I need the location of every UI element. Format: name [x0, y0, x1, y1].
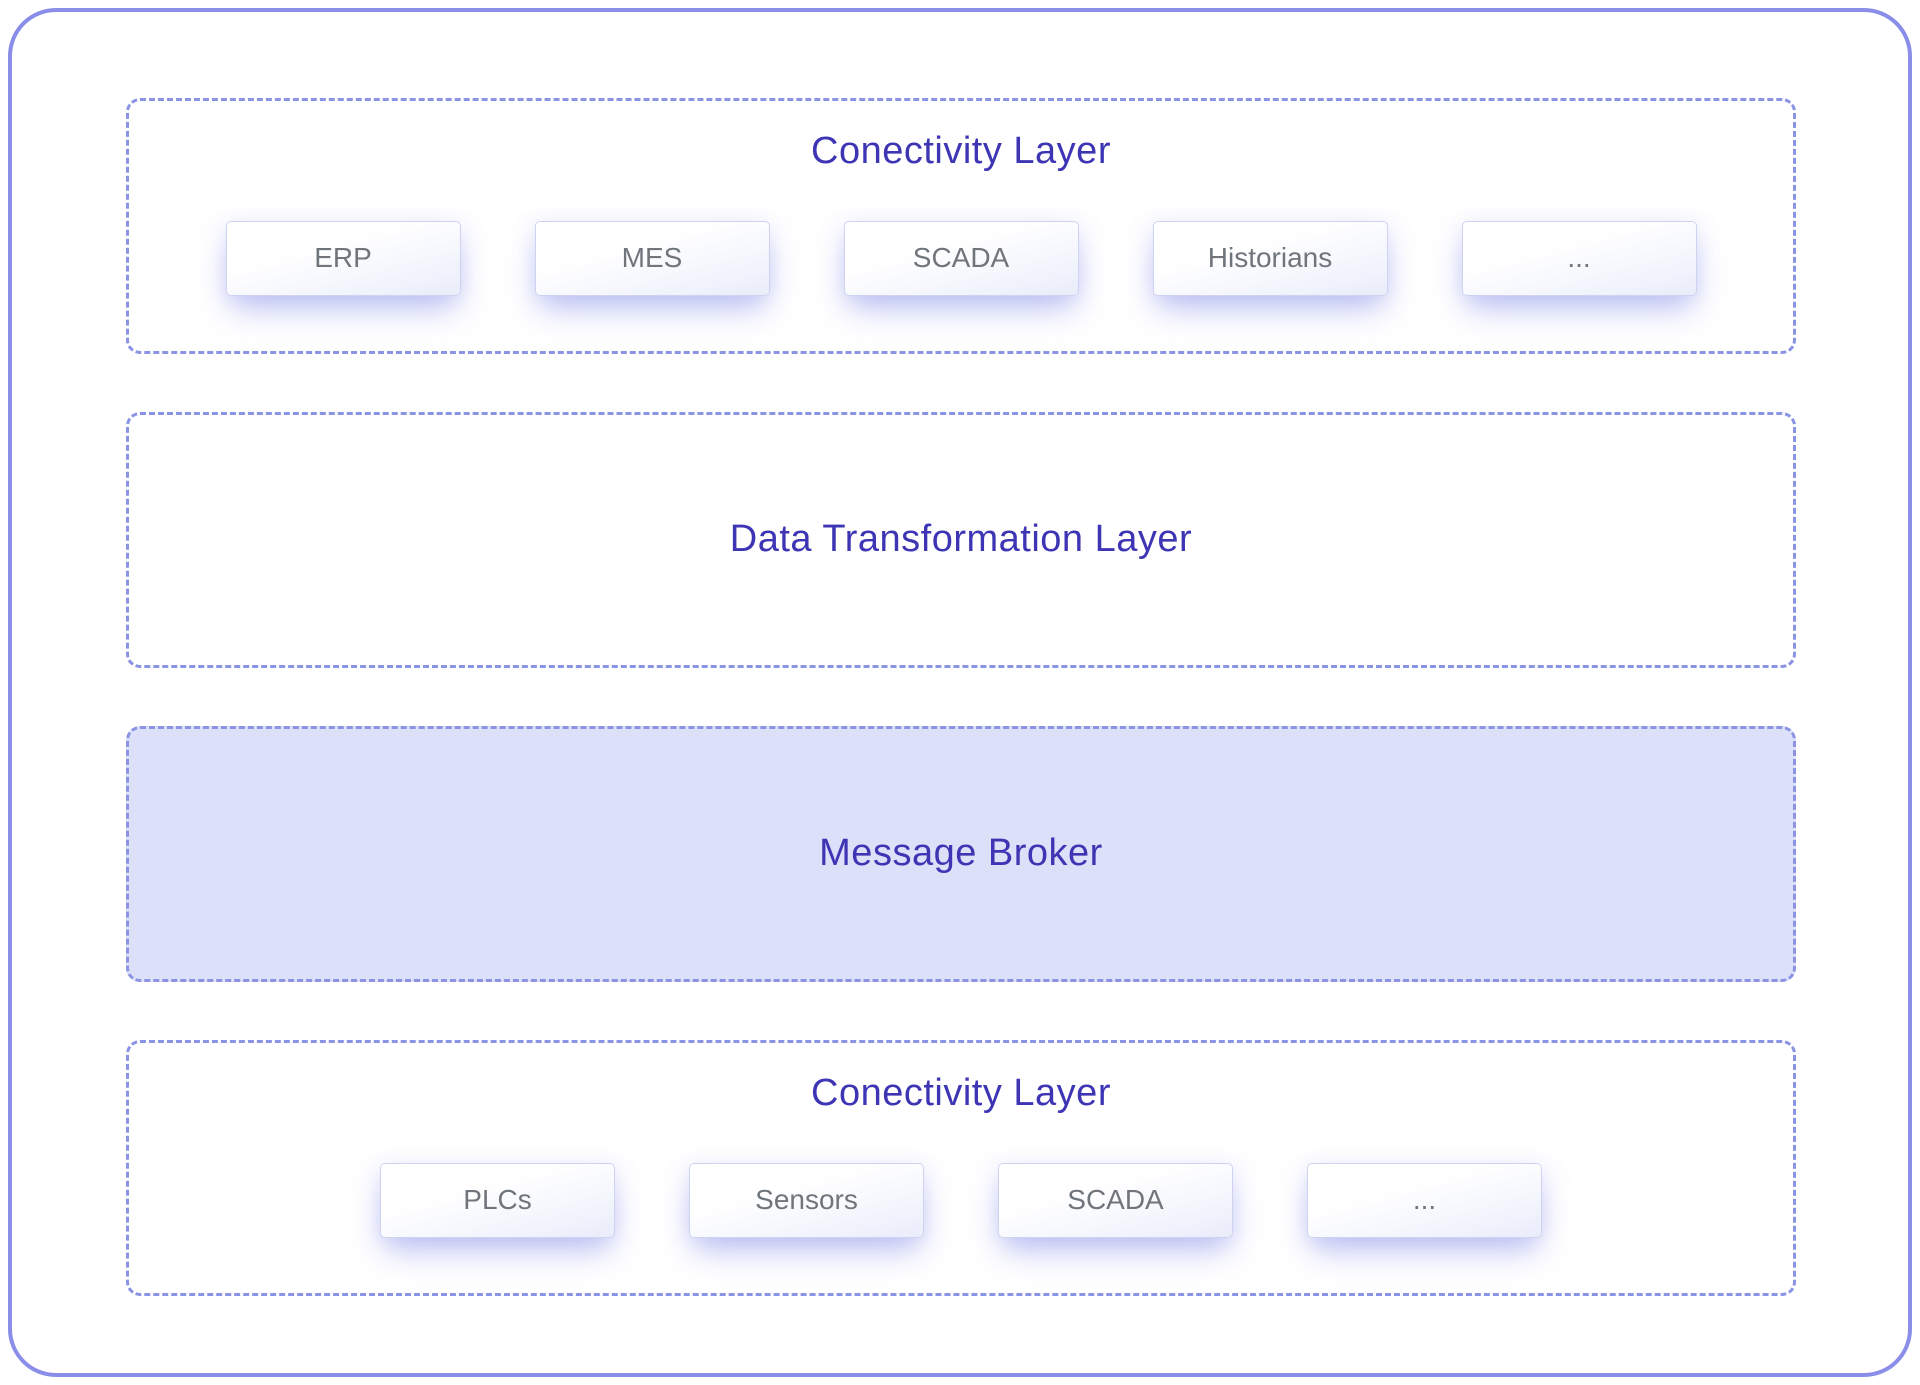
system-box-sensors: Sensors [689, 1162, 924, 1238]
system-box-mes: MES [534, 220, 770, 296]
system-row-top: ERP MES SCADA Historians ... [225, 220, 1697, 296]
system-box-historians: Historians [1152, 220, 1388, 296]
system-box-scada-top: SCADA [843, 220, 1079, 296]
system-box-erp: ERP [225, 220, 461, 296]
layer-title-message-broker: Message Broker [819, 832, 1103, 875]
layer-title-connectivity-bottom: Conectivity Layer [811, 1072, 1111, 1114]
system-box-plcs: PLCs [380, 1162, 615, 1238]
system-row-bottom: PLCs Sensors SCADA ... [380, 1162, 1542, 1238]
layer-connectivity-bottom: Conectivity Layer PLCs Sensors SCADA ... [126, 1040, 1796, 1296]
system-box-ellipsis-bottom: ... [1307, 1162, 1542, 1238]
system-box-scada-bottom: SCADA [998, 1162, 1233, 1238]
layer-message-broker: Message Broker [126, 726, 1796, 982]
layer-title-connectivity-top: Conectivity Layer [811, 130, 1111, 172]
layer-data-transformation: Data Transformation Layer [126, 412, 1796, 668]
layer-connectivity-top: Conectivity Layer ERP MES SCADA Historia… [126, 98, 1796, 354]
system-box-ellipsis-top: ... [1461, 220, 1697, 296]
outer-card: Conectivity Layer ERP MES SCADA Historia… [8, 8, 1912, 1377]
layer-title-data-transformation: Data Transformation Layer [729, 518, 1193, 561]
